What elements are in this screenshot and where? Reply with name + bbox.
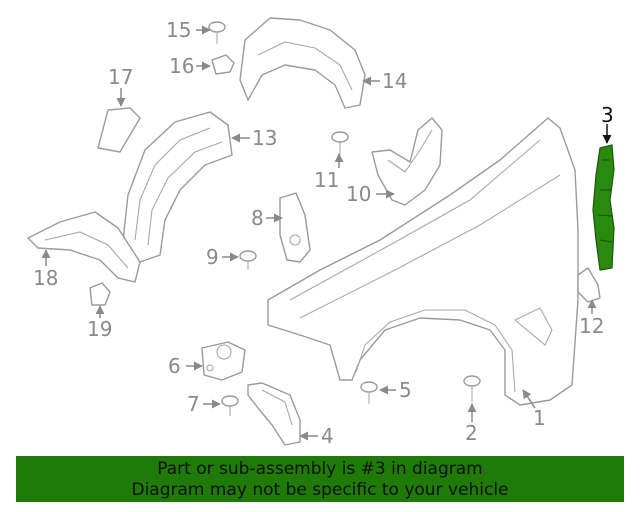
part-19-clip	[89, 282, 111, 306]
part-6-bracket	[201, 341, 246, 381]
banner-line-2: Diagram may not be specific to your vehi…	[131, 480, 509, 500]
callout-3: 3	[601, 103, 614, 127]
callout-13: 13	[252, 126, 277, 150]
callout-10: 10	[346, 182, 371, 206]
part-9-bolt	[239, 250, 257, 270]
callout-5: 5	[399, 378, 412, 402]
part-4-bracket	[247, 382, 301, 446]
callout-18: 18	[33, 266, 58, 290]
callout-15: 15	[166, 18, 191, 42]
info-banner: Part or sub-assembly is #3 in diagram Di…	[16, 456, 624, 502]
callout-12: 12	[579, 314, 604, 338]
part-7-bolt	[221, 395, 239, 416]
part-5-bolt	[360, 381, 378, 404]
part-14-liner	[239, 17, 366, 109]
leader-lines	[41, 25, 612, 441]
callout-labels: 1 2 3 4 5 6 7 8 9 10 11 12 13 14 15 16 1…	[33, 18, 614, 448]
callout-4: 4	[321, 424, 334, 448]
callout-8: 8	[251, 206, 264, 230]
callout-2: 2	[465, 421, 478, 445]
callout-16: 16	[169, 54, 194, 78]
callout-19: 19	[87, 317, 112, 341]
part-8-bracket	[279, 192, 311, 263]
part-2-bolt	[463, 375, 481, 402]
part-18-shield	[27, 211, 141, 283]
part-16-clip	[211, 54, 235, 75]
callout-17: 17	[108, 65, 133, 89]
callout-11: 11	[314, 168, 339, 192]
part-11-bolt	[331, 131, 349, 155]
callout-14: 14	[382, 69, 407, 93]
callout-6: 6	[168, 354, 181, 378]
callout-9: 9	[206, 245, 219, 269]
parts-diagram: 1 2 3 4 5 6 7 8 9 10 11 12 13 14 15 16 1…	[27, 17, 615, 448]
part-1-fender	[267, 117, 579, 406]
callout-7: 7	[187, 392, 200, 416]
part-3-bracket	[592, 144, 615, 271]
part-10-bracket	[371, 117, 443, 206]
part-15-bolt	[208, 21, 226, 44]
banner-line-1: Part or sub-assembly is #3 in diagram	[157, 459, 483, 479]
part-17-pad	[97, 107, 141, 153]
callout-1: 1	[533, 406, 546, 430]
part-12-bracket	[577, 267, 601, 303]
part-13-wheel-liner	[121, 111, 233, 263]
